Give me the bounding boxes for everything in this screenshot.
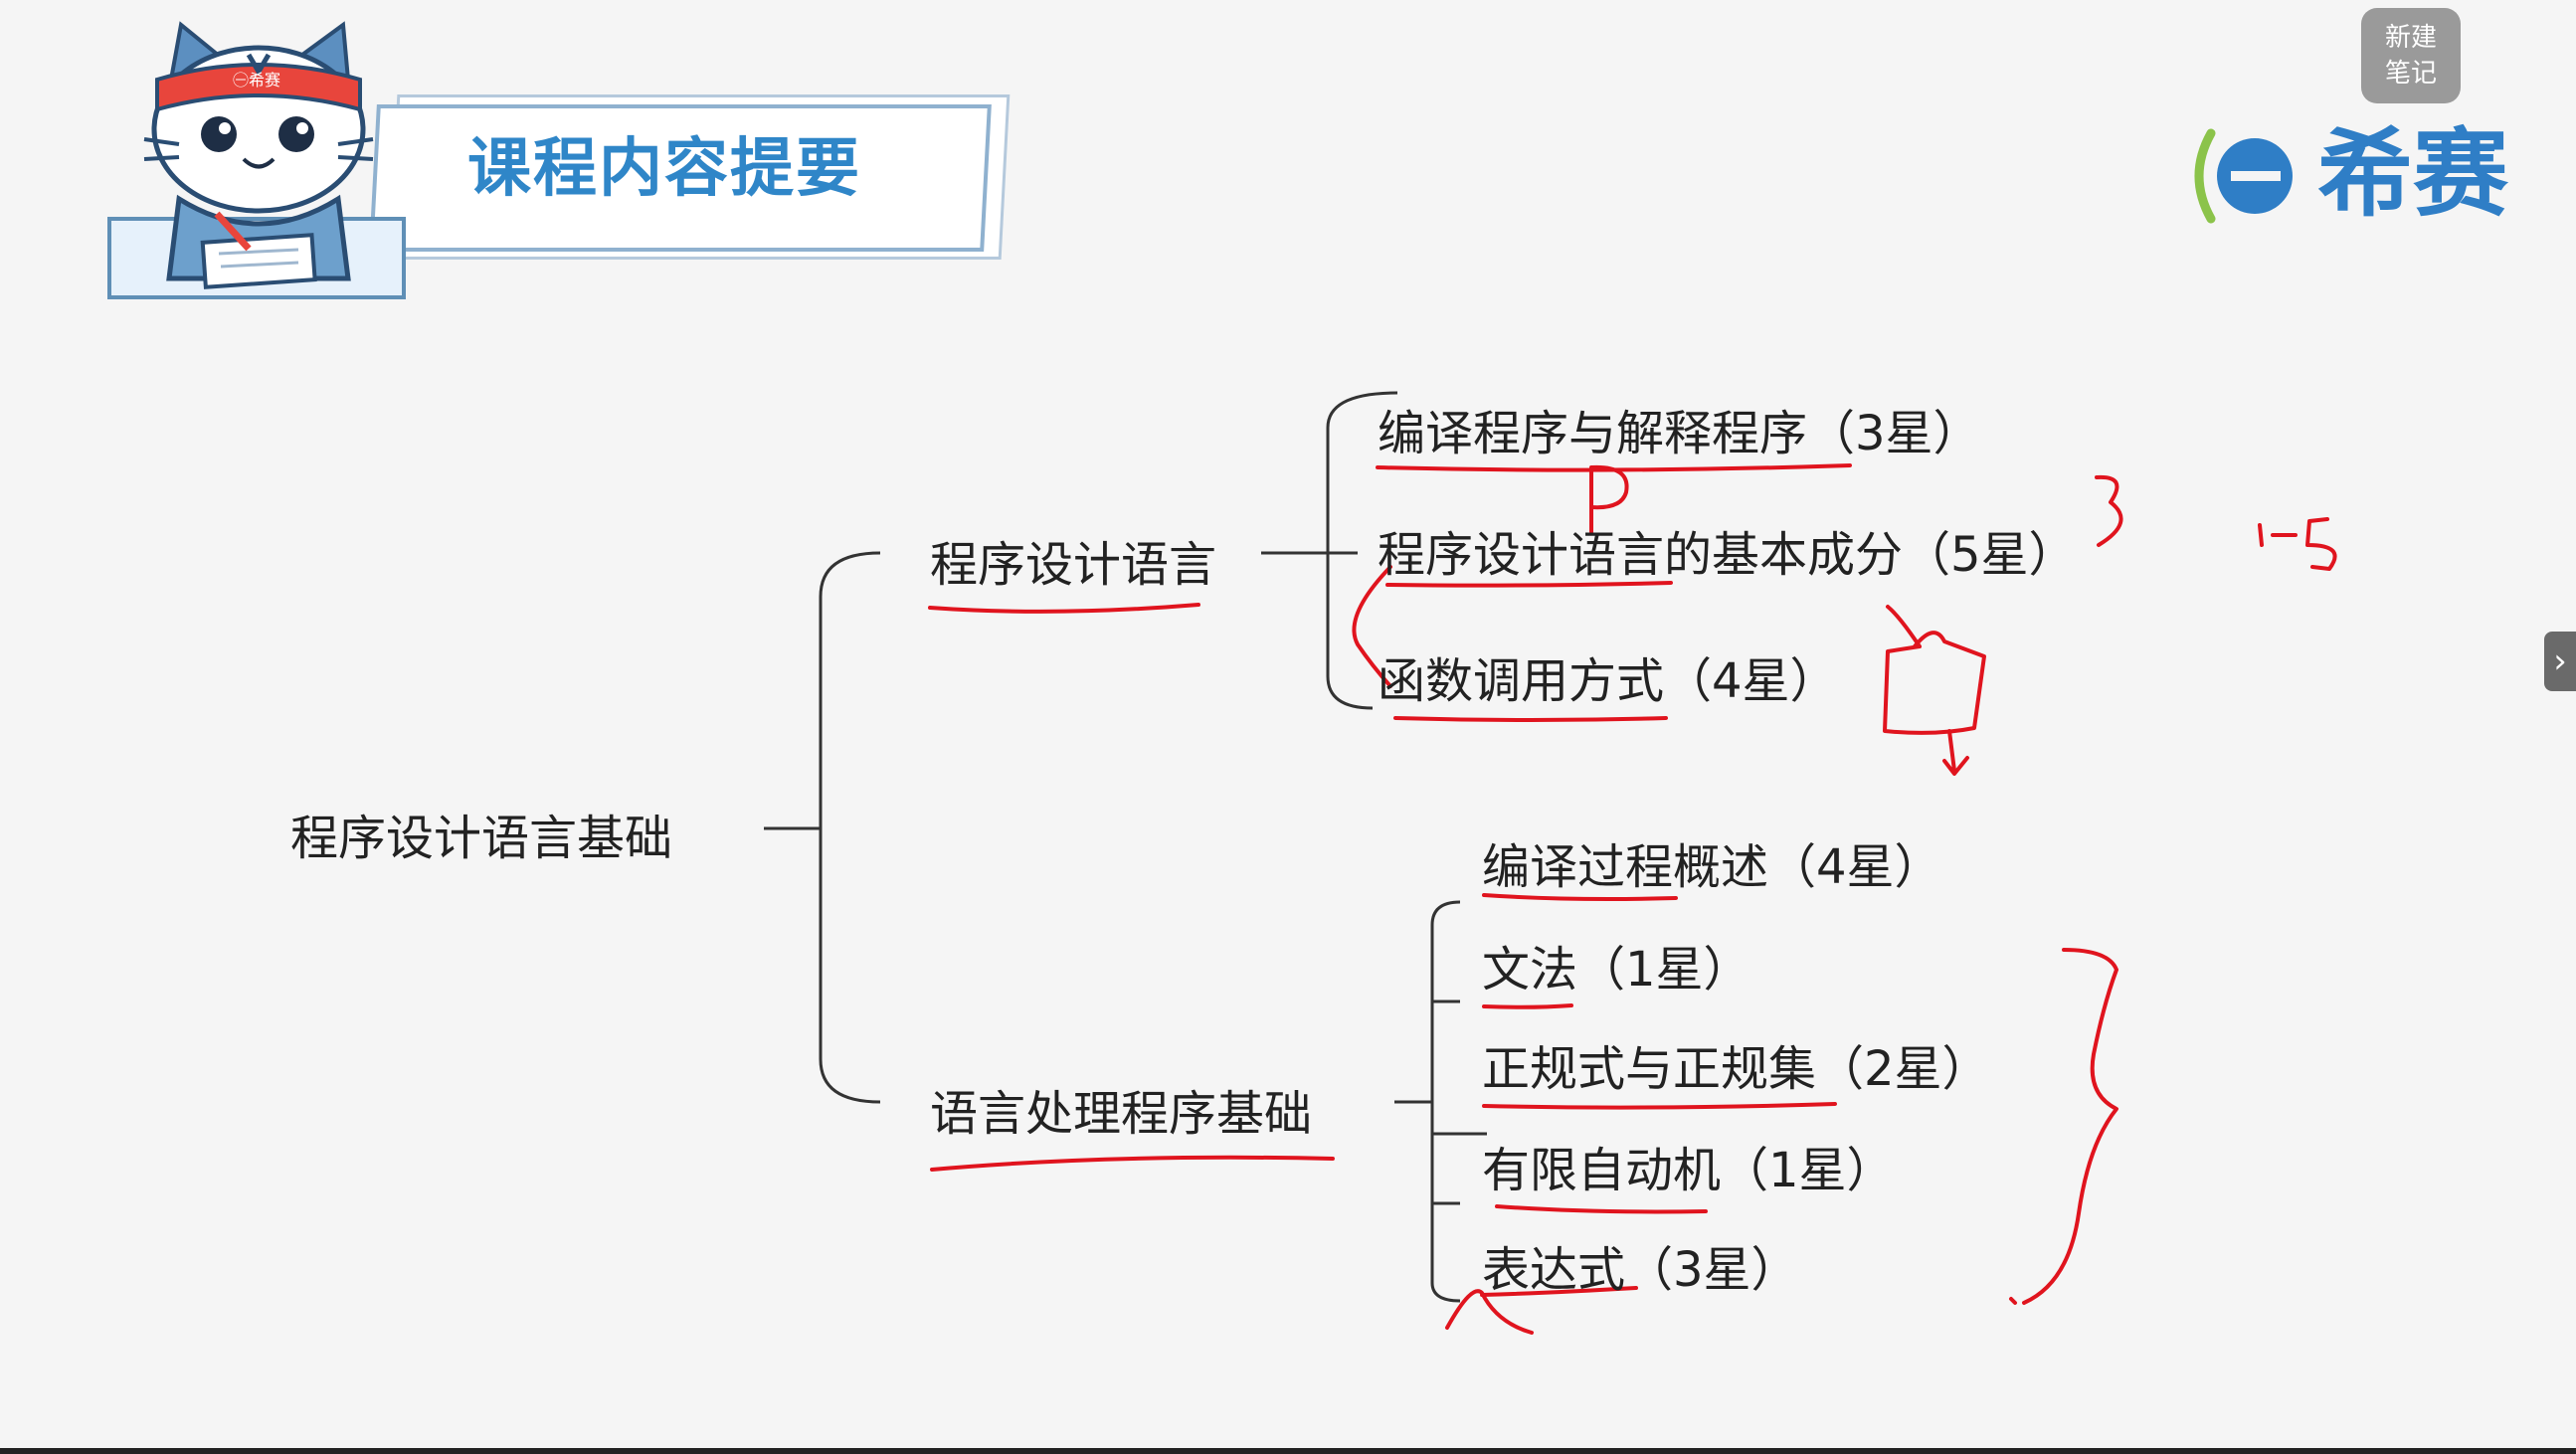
new-note-label-line1: 新建 [2384, 23, 2437, 53]
topic-item: 文法（1星） [1482, 942, 1751, 998]
branch1-bracket [1326, 391, 1398, 710]
side-panel-toggle[interactable]: › [2544, 632, 2576, 691]
mindmap-root: 程序设计语言基础 [290, 811, 673, 866]
branch2-bracket [1430, 900, 1461, 1303]
topic-item: 函数调用方式（4星） [1378, 653, 1838, 709]
brand-name: 希赛 [2317, 118, 2508, 230]
page-title: 课程内容提要 [467, 132, 861, 206]
new-note-label-line2: 笔记 [2384, 59, 2437, 89]
new-note-button[interactable]: 新建 笔记 [2361, 8, 2461, 103]
topic-item: 编译程序与解释程序（3星） [1378, 406, 1981, 461]
root-bracket [819, 551, 881, 1104]
branch2-ticks [1432, 1000, 1487, 1205]
topic-item: 有限自动机（1星） [1482, 1143, 1895, 1198]
branch-label-language-processing: 语言处理程序基础 [930, 1086, 1313, 1142]
topic-item: 程序设计语言的基本成分（5星） [1378, 527, 2077, 583]
branch-label-programming-language: 程序设计语言 [930, 537, 1217, 593]
mascot-headband-text: ㊀希赛 [232, 71, 280, 90]
topic-item: 编译过程概述（4星） [1482, 839, 1942, 895]
cat-mascot-icon [143, 21, 374, 289]
topic-item: 正规式与正规集（2星） [1482, 1041, 1990, 1097]
xisai-e-logo-icon [2194, 128, 2293, 224]
red-ink-annotations [928, 463, 2337, 1335]
topic-item: 表达式（3星） [1482, 1242, 1799, 1298]
bottom-border [0, 1448, 2576, 1454]
chevron-right-icon: › [2553, 641, 2567, 681]
